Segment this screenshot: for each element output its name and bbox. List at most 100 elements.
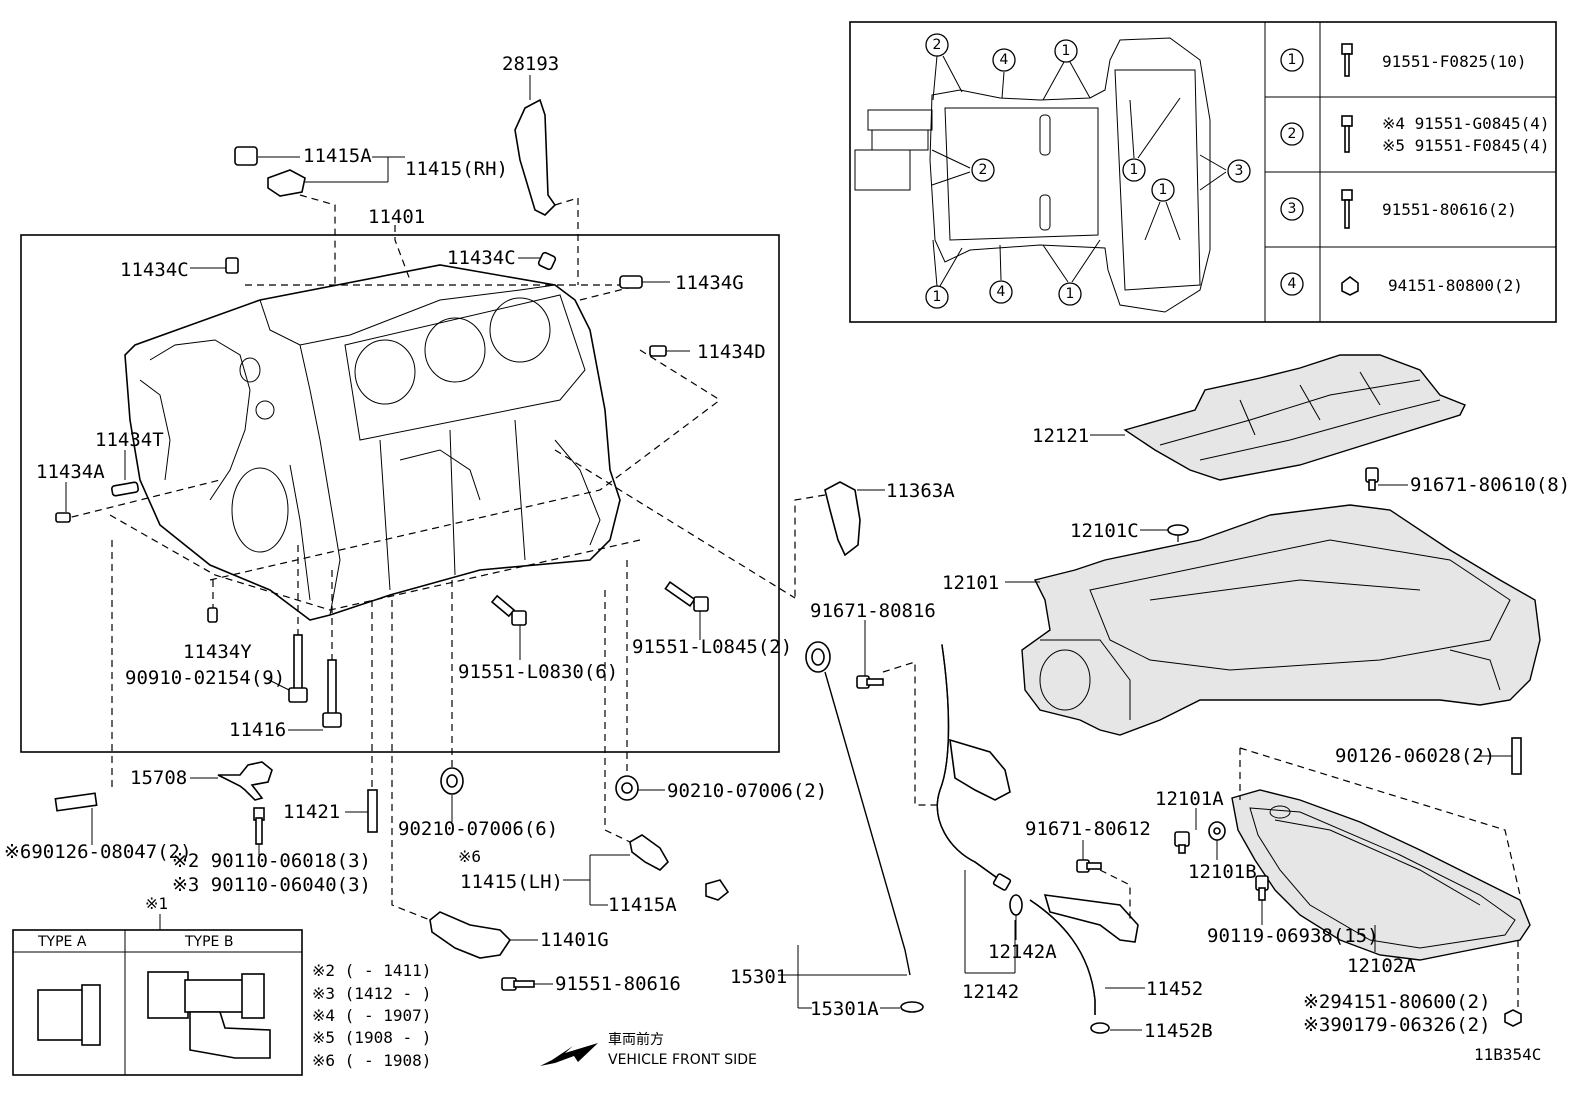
inset-callout-2a: 2 bbox=[933, 37, 942, 53]
part-11363A-bracket bbox=[824, 481, 861, 557]
label-12121: 12121 bbox=[1032, 425, 1089, 447]
label-90210-07006-left: 90210-07006(6) bbox=[398, 818, 558, 840]
bolt-icon bbox=[1341, 43, 1353, 77]
part-28193-sensor-cover bbox=[514, 98, 557, 216]
label-11434A: 11434A bbox=[36, 461, 105, 483]
inset-callout-1b: 1 bbox=[1130, 162, 1139, 178]
part-12142A-oring bbox=[1009, 894, 1023, 916]
label-11452B: 11452B bbox=[1144, 1020, 1213, 1042]
label-90119-06938: 90119-06938(15) bbox=[1207, 925, 1379, 947]
bolt-91551-80616 bbox=[501, 977, 535, 991]
label-90126-08047: ※690126-08047(2) bbox=[4, 841, 192, 863]
label-91671-80816: 91671-80816 bbox=[810, 600, 936, 622]
note-6: ※6 ( - 1908) bbox=[312, 1051, 431, 1070]
type-a-label: TYPE A bbox=[37, 934, 87, 950]
inset-pan-outline bbox=[854, 37, 1211, 313]
bolt-91551-L0845 bbox=[664, 581, 709, 612]
label-91671-80610: 91671-80610(8) bbox=[1410, 474, 1570, 496]
bolt-icon bbox=[1341, 189, 1353, 229]
label-11421: 11421 bbox=[283, 801, 340, 823]
label-11434C-left: 11434C bbox=[120, 259, 189, 281]
stud-90126-08047 bbox=[54, 792, 98, 812]
front-label-jp: 車両前方 bbox=[608, 1031, 664, 1048]
label-11401G: 11401G bbox=[540, 929, 609, 951]
seal-90210-left bbox=[440, 767, 464, 795]
note-4: ※4 ( - 1907) bbox=[312, 1006, 431, 1025]
label-11415A-top: 11415A bbox=[303, 145, 372, 167]
bolt-90110 bbox=[253, 807, 265, 845]
label-15301: 15301 bbox=[730, 966, 787, 988]
inset-callout-3: 3 bbox=[1235, 163, 1244, 179]
bolt-91671-80610 bbox=[1365, 467, 1379, 491]
label-11452: 11452 bbox=[1146, 978, 1203, 1000]
part-11415A-sensor-top bbox=[234, 146, 306, 197]
part-12142-dipstick-guide bbox=[936, 644, 1012, 891]
label-91551-80616: 91551-80616 bbox=[555, 973, 681, 995]
label-90110-06018: ※2 90110-06018(3) bbox=[172, 850, 371, 872]
inset-callout-1e: 1 bbox=[1066, 286, 1075, 302]
table-row-3-num: 3 bbox=[1288, 201, 1297, 217]
label-28193: 28193 bbox=[502, 53, 559, 75]
label-94151-80600: ※294151-80600(2) bbox=[1303, 991, 1491, 1013]
label-11434Y: 11434Y bbox=[183, 641, 252, 663]
table-row-2-part-a: ※4 91551-G0845(4) bbox=[1382, 114, 1550, 133]
label-11416: 11416 bbox=[229, 719, 286, 741]
label-11415-LH: 11415(LH) bbox=[460, 871, 563, 893]
label-11363A: 11363A bbox=[886, 480, 955, 502]
label-15301A: 15301A bbox=[810, 998, 879, 1020]
washer-12101B bbox=[1208, 821, 1226, 841]
type-b-fitting-drawing bbox=[147, 971, 271, 1059]
nut-icon bbox=[1341, 276, 1359, 296]
inset-callouts: 2 4 1 2 1 3 1 1 4 1 bbox=[925, 33, 1251, 309]
bolt-icon bbox=[1341, 115, 1353, 153]
bolt-12101A bbox=[1174, 831, 1190, 854]
bolts-90910-11416 bbox=[288, 634, 342, 728]
label-11434T: 11434T bbox=[95, 429, 164, 451]
bolt-91671-80816 bbox=[856, 675, 884, 689]
note-5: ※5 (1908 - ) bbox=[312, 1028, 431, 1047]
type-b-label: TYPE B bbox=[184, 934, 233, 950]
table-row-4-num: 4 bbox=[1288, 276, 1297, 292]
label-11415-RH: 11415(RH) bbox=[405, 158, 508, 180]
inset-callout-4a: 4 bbox=[1000, 52, 1009, 68]
table-row-1-num: 1 bbox=[1288, 52, 1297, 68]
diagram-id: 11B354C bbox=[1474, 1045, 1541, 1064]
label-12142A: 12142A bbox=[988, 941, 1057, 963]
stud-90126-06028 bbox=[1511, 737, 1522, 775]
front-label-en: VEHICLE FRONT SIDE bbox=[608, 1052, 757, 1068]
label-11401: 11401 bbox=[368, 206, 425, 228]
label-11434D: 11434D bbox=[697, 341, 766, 363]
part-11401G-sensor bbox=[429, 911, 512, 959]
inset-callout-4b: 4 bbox=[997, 284, 1006, 300]
label-note-6: ※6 bbox=[458, 847, 481, 866]
part-11452-oil-strainer bbox=[1029, 894, 1139, 1015]
nut-94151-90179 bbox=[1504, 1009, 1522, 1027]
note-2: ※2 ( - 1411) bbox=[312, 961, 431, 980]
label-11434G: 11434G bbox=[675, 272, 744, 294]
part-15708-oil-jet bbox=[217, 761, 273, 801]
table-row-1-part: 91551-F0825(10) bbox=[1382, 52, 1527, 71]
part-11421-stud bbox=[367, 789, 378, 833]
part-11415-LH-sensor bbox=[629, 834, 730, 901]
inset-callout-1c: 1 bbox=[1159, 182, 1168, 198]
label-12101: 12101 bbox=[942, 572, 999, 594]
type-a-fitting-drawing bbox=[37, 984, 101, 1046]
inset-callout-2b: 2 bbox=[979, 162, 988, 178]
bolt-90119-06938 bbox=[1255, 875, 1269, 901]
label-90910-02154: 90910-02154(9) bbox=[125, 667, 285, 689]
dowel-pins bbox=[55, 251, 667, 623]
seal-90210-right bbox=[615, 775, 639, 801]
label-90179-06326: ※390179-06326(2) bbox=[1303, 1014, 1491, 1036]
bolt-91551-L0830 bbox=[490, 594, 527, 626]
part-11452B-oring bbox=[1090, 1022, 1110, 1034]
inset-callout-1a: 1 bbox=[1062, 43, 1071, 59]
part-12101-oil-pan-upper bbox=[1021, 504, 1541, 736]
part-15301-dipstick bbox=[805, 641, 911, 976]
label-15708: 15708 bbox=[130, 767, 187, 789]
label-11434C-mid: 11434C bbox=[447, 247, 516, 269]
label-90210-07006-right: 90210-07006(2) bbox=[667, 780, 827, 802]
label-91671-80612: 91671-80612 bbox=[1025, 818, 1151, 840]
note-3: ※3 (1412 - ) bbox=[312, 984, 431, 1003]
notes-list: ※2 ( - 1411) ※3 (1412 - ) ※4 ( - 1907) ※… bbox=[312, 961, 431, 1070]
